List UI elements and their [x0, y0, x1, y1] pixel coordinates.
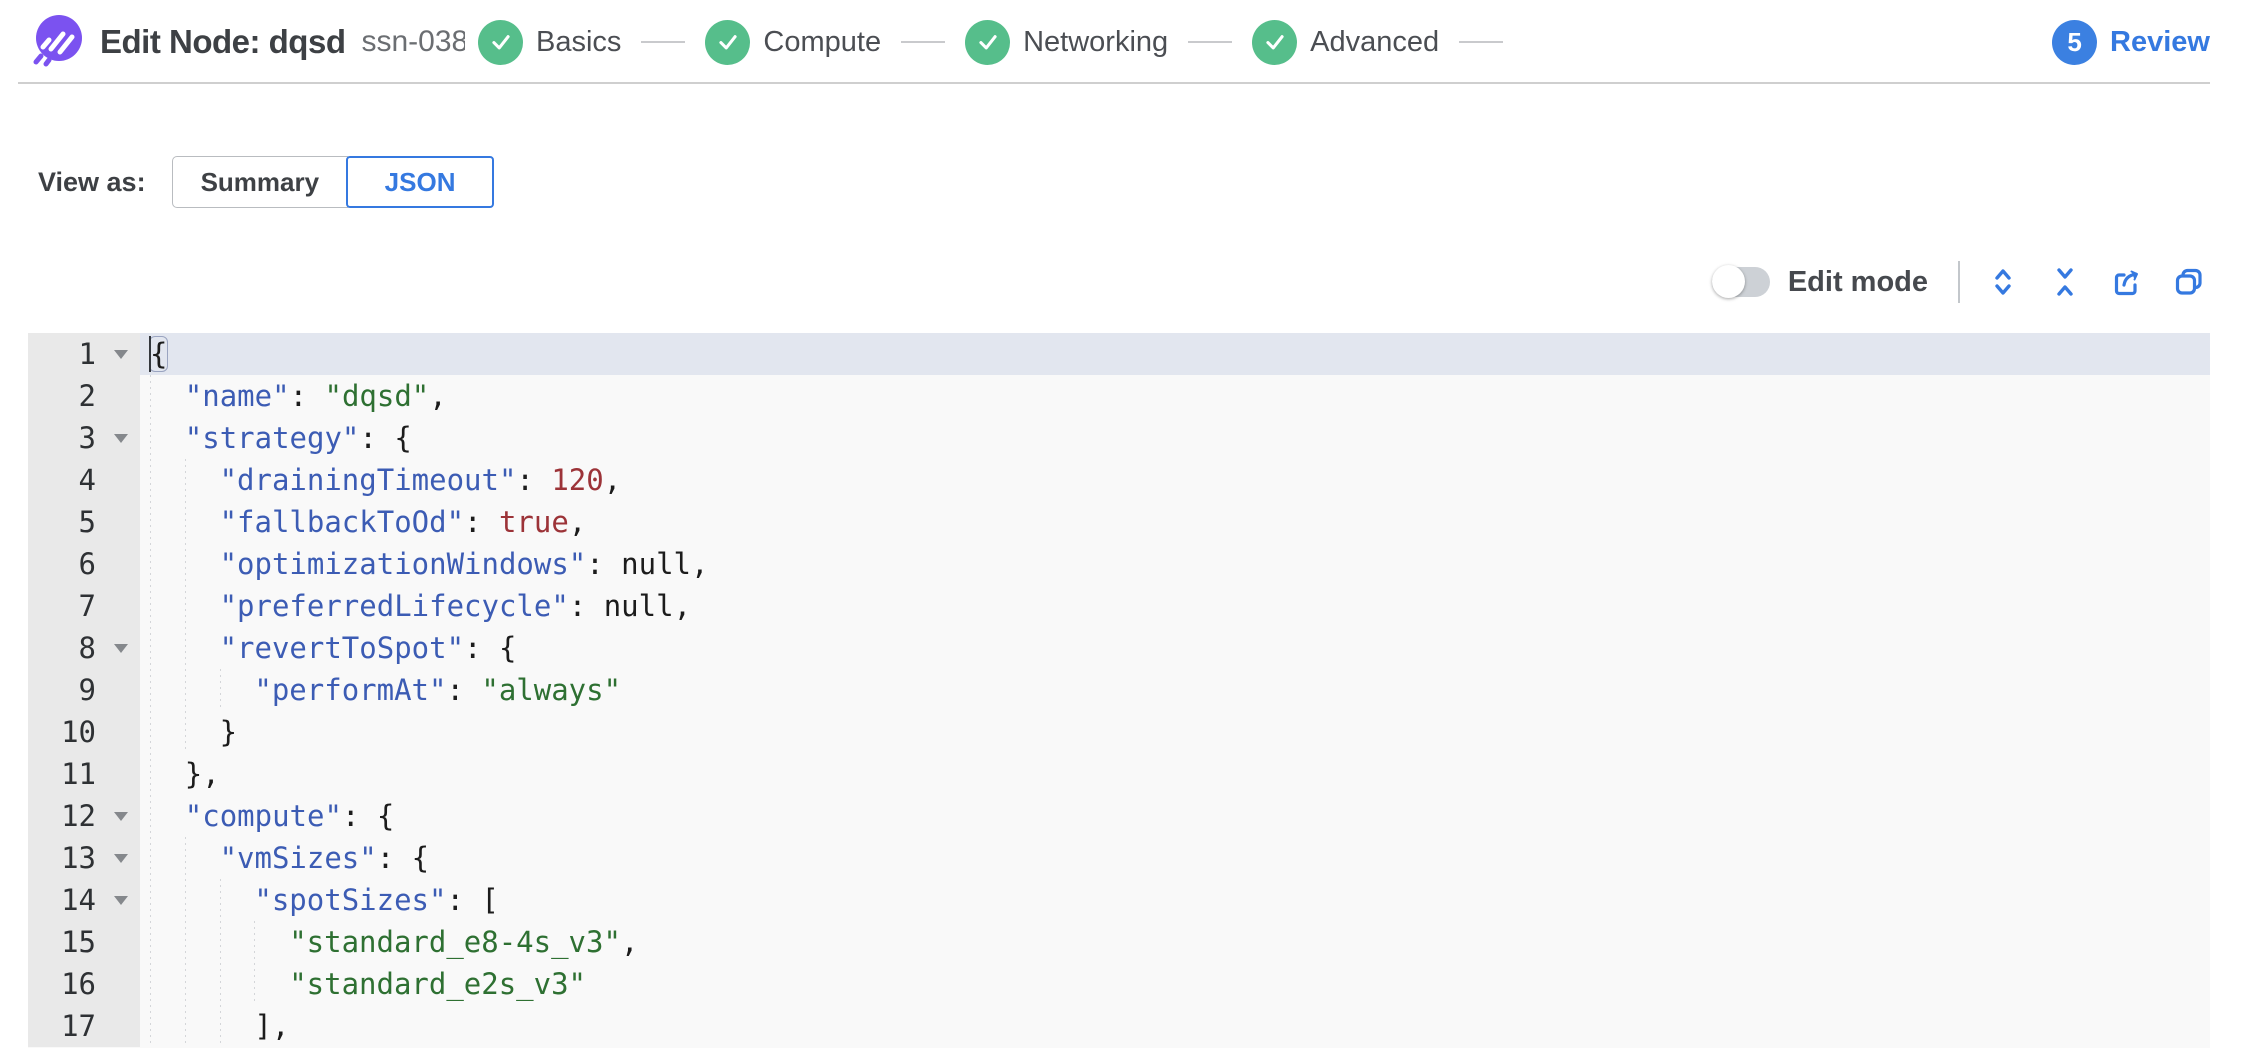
code-line: 12"compute": { [28, 795, 2210, 837]
json-editor[interactable]: 1{2"name": "dqsd",3"strategy": {4"draini… [28, 333, 2210, 1048]
line-number: 10 [28, 711, 140, 753]
line-number: 17 [28, 1005, 140, 1047]
code-content[interactable]: }, [140, 753, 2210, 795]
code-content[interactable]: } [140, 711, 2210, 753]
fold-toggle-icon[interactable] [114, 434, 128, 443]
code-line: 5"fallbackToOd": true, [28, 501, 2210, 543]
step-check-icon [965, 19, 1011, 65]
line-number: 9 [28, 669, 140, 711]
code-line: 17], [28, 1005, 2210, 1047]
line-number: 4 [28, 459, 140, 501]
code-content[interactable]: "standard_e2s_v3" [140, 963, 2210, 1005]
node-id-clip: ssn-038 [361, 25, 465, 59]
line-number: 2 [28, 375, 140, 417]
code-content[interactable]: "vmSizes": { [140, 837, 2210, 879]
code-line: 1{ [28, 333, 2210, 375]
step-check-icon [478, 19, 523, 65]
fold-toggle-icon[interactable] [114, 854, 128, 863]
copy-icon[interactable] [2172, 265, 2206, 299]
code-content[interactable]: "drainingTimeout": 120, [140, 459, 2210, 501]
step-label: Review [2110, 25, 2210, 58]
line-number: 3 [28, 417, 140, 459]
step-check-icon [1252, 19, 1298, 65]
wizard-header: Edit Node: dqsd ssn-038 Basics Compute Net… [0, 0, 2250, 84]
code-content[interactable]: "standard_e8-4s_v3", [140, 921, 2210, 963]
view-as-label: View as: [38, 166, 146, 197]
node-id: ssn-038 [361, 25, 466, 58]
code-content[interactable]: "strategy": { [140, 417, 2210, 459]
export-icon[interactable] [2110, 265, 2144, 299]
toolbar-divider [1958, 261, 1960, 303]
fold-toggle-icon[interactable] [114, 896, 128, 905]
line-number: 13 [28, 837, 140, 879]
code-line: 2"name": "dqsd", [28, 375, 2210, 417]
step-review[interactable]: 5 Review [2052, 19, 2210, 65]
fold-toggle-icon[interactable] [114, 644, 128, 653]
header-divider [18, 82, 2210, 84]
line-number: 7 [28, 585, 140, 627]
code-line: 10} [28, 711, 2210, 753]
step-label: Compute [763, 25, 882, 58]
code-content[interactable]: "performAt": "always" [140, 669, 2210, 711]
code-line: 14"spotSizes": [ [28, 879, 2210, 921]
code-line: 16"standard_e2s_v3" [28, 963, 2210, 1005]
view-as-segmented-control: Summary JSON [171, 156, 495, 208]
summary-view-button[interactable]: Summary [171, 156, 349, 208]
step-connector [1459, 41, 1504, 43]
step-connector [1188, 41, 1233, 43]
spot-logo-icon [33, 15, 82, 67]
fold-toggle-icon[interactable] [114, 812, 128, 821]
line-number: 12 [28, 795, 140, 837]
code-line: 6"optimizationWindows": null, [28, 543, 2210, 585]
line-number: 11 [28, 753, 140, 795]
code-line: 15"standard_e8-4s_v3", [28, 921, 2210, 963]
step-compute[interactable]: Compute [705, 19, 882, 65]
line-number: 15 [28, 921, 140, 963]
step-check-icon [705, 19, 751, 65]
expand-all-icon[interactable] [1986, 265, 2020, 299]
page-title: Edit Node: dqsd [100, 23, 346, 60]
code-line: 11}, [28, 753, 2210, 795]
code-content[interactable]: "optimizationWindows": null, [140, 543, 2210, 585]
step-connector [901, 41, 946, 43]
step-advanced[interactable]: Advanced [1252, 19, 1440, 65]
toggle-knob [1711, 265, 1745, 298]
line-number: 14 [28, 879, 140, 921]
code-content[interactable]: "compute": { [140, 795, 2210, 837]
line-number: 6 [28, 543, 140, 585]
code-content[interactable]: "revertToSpot": { [140, 627, 2210, 669]
step-networking[interactable]: Networking [965, 19, 1169, 65]
stepper: Basics Compute Networking Advanced 5 Review [478, 0, 2210, 84]
json-view-button[interactable]: JSON [346, 156, 495, 208]
edit-mode-label: Edit mode [1787, 265, 1928, 298]
code-content[interactable]: "spotSizes": [ [140, 879, 2210, 921]
code-content[interactable]: "name": "dqsd", [140, 375, 2210, 417]
collapse-all-icon[interactable] [2048, 265, 2082, 299]
code-line: 9"performAt": "always" [28, 669, 2210, 711]
code-content[interactable]: { [140, 333, 2210, 375]
step-connector [641, 41, 686, 43]
text-cursor [149, 336, 151, 372]
step-number-badge: 5 [2052, 19, 2098, 65]
line-number: 5 [28, 501, 140, 543]
code-line: 3"strategy": { [28, 417, 2210, 459]
code-line: 7"preferredLifecycle": null, [28, 585, 2210, 627]
code-line: 8"revertToSpot": { [28, 627, 2210, 669]
line-number: 1 [28, 333, 140, 375]
line-number: 16 [28, 963, 140, 1005]
code-line: 4"drainingTimeout": 120, [28, 459, 2210, 501]
step-label: Basics [536, 25, 622, 58]
fold-toggle-icon[interactable] [114, 350, 128, 359]
code-content[interactable]: "preferredLifecycle": null, [140, 585, 2210, 627]
step-label: Advanced [1310, 25, 1440, 58]
view-as-row: View as: Summary JSON [38, 156, 495, 208]
code-content[interactable]: ], [140, 1005, 2210, 1047]
editor-toolbar: Edit mode [1711, 256, 2206, 308]
edit-mode-toggle[interactable] [1711, 265, 1770, 298]
code-content[interactable]: "fallbackToOd": true, [140, 501, 2210, 543]
line-number: 8 [28, 627, 140, 669]
step-label: Networking [1023, 25, 1169, 58]
code-line: 13"vmSizes": { [28, 837, 2210, 879]
step-basics[interactable]: Basics [478, 19, 622, 65]
